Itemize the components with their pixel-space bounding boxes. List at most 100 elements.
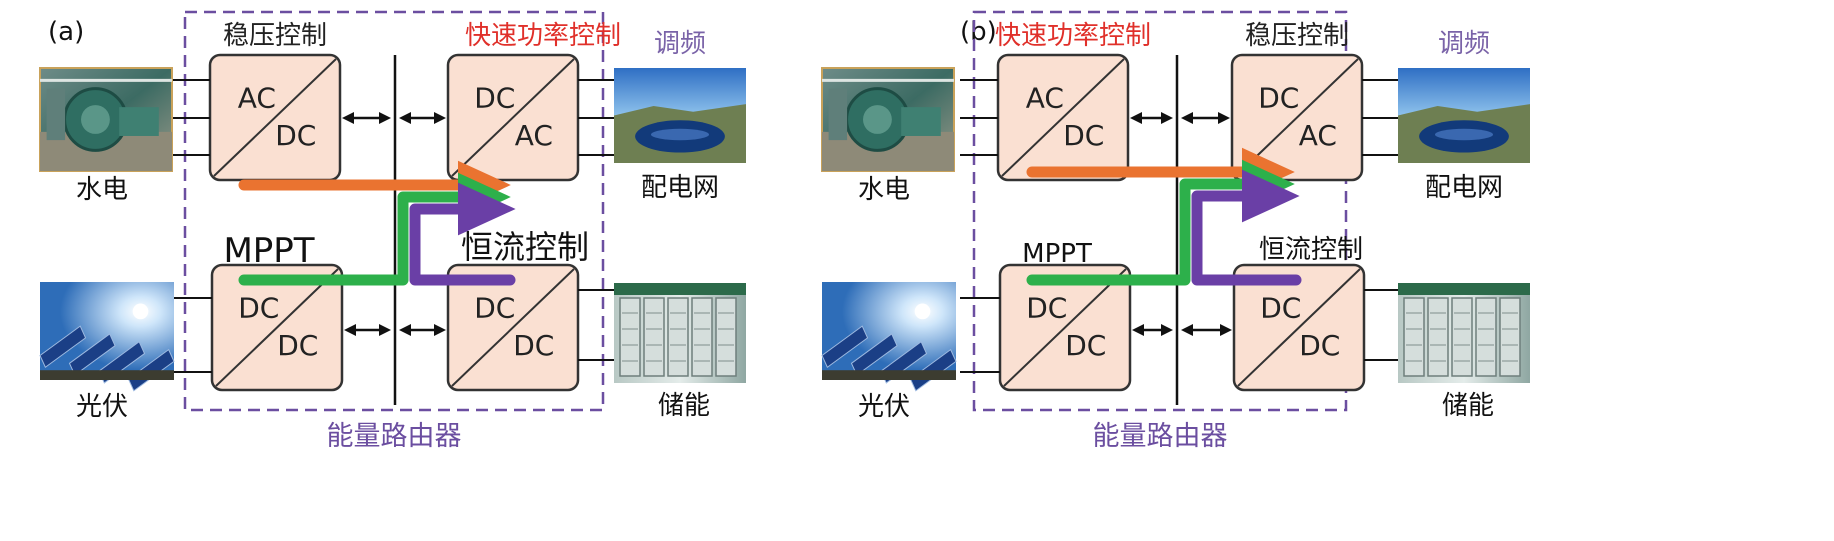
converter-input-label: DC bbox=[1026, 292, 1067, 325]
storage-label: 储能 bbox=[1442, 391, 1494, 421]
sun bbox=[914, 303, 931, 320]
battery-rack bbox=[643, 297, 665, 377]
converter-input-label: DC bbox=[474, 82, 515, 115]
flow-storage-to-grid bbox=[1191, 190, 1302, 286]
arrow-head-left bbox=[1181, 112, 1193, 124]
converter-top-left: AC DC bbox=[208, 53, 342, 182]
turbine-body bbox=[119, 107, 159, 136]
top-right-control-label: 稳压控制 bbox=[1245, 21, 1349, 51]
storage-photo bbox=[1398, 283, 1530, 383]
battery-rack bbox=[1403, 297, 1425, 377]
storage-ceiling bbox=[614, 283, 746, 295]
converter-input-label: DC bbox=[474, 292, 515, 325]
generator-hub bbox=[863, 105, 892, 134]
pv-label: 光伏 bbox=[858, 392, 910, 422]
battery-rack bbox=[715, 297, 737, 377]
panel-label: (a) bbox=[48, 17, 84, 47]
converter-diagonal bbox=[213, 58, 337, 177]
pv-label: 光伏 bbox=[76, 392, 128, 422]
lake-reflection bbox=[1434, 128, 1494, 141]
battery-rack bbox=[1427, 297, 1449, 377]
link-arrow-bottom-right bbox=[399, 324, 446, 336]
bottom-right-control-label: 恒流控制 bbox=[461, 228, 589, 266]
cabinet bbox=[828, 88, 848, 141]
converter-output-label: DC bbox=[513, 329, 554, 362]
converter-output-label: AC bbox=[1299, 119, 1337, 152]
hydro-label: 水电 bbox=[76, 175, 128, 205]
flow-storage-to-grid-head bbox=[1242, 169, 1300, 223]
converter-output-label: DC bbox=[1065, 329, 1106, 362]
arrow-head-left bbox=[1181, 324, 1193, 336]
frequency-regulation-label: 调频 bbox=[654, 29, 706, 59]
arrow-head-right bbox=[379, 112, 391, 124]
arrow-head-left bbox=[1132, 324, 1144, 336]
distribution-grid-photo bbox=[1398, 68, 1530, 163]
grid-label: 配电网 bbox=[1425, 173, 1503, 203]
converter-output-label: DC bbox=[277, 329, 318, 362]
hydro-photo bbox=[39, 67, 173, 172]
arrow-head-right bbox=[1161, 112, 1173, 124]
arrow-head-right bbox=[1161, 324, 1173, 336]
battery-rack bbox=[667, 297, 689, 377]
converter-input-label: AC bbox=[1026, 82, 1064, 115]
arrow-head-left bbox=[1130, 112, 1142, 124]
generator-hub bbox=[81, 105, 110, 134]
battery-rack bbox=[1451, 297, 1473, 377]
cabinet bbox=[46, 88, 66, 141]
solar-panel bbox=[39, 325, 87, 369]
converter-output-label: AC bbox=[515, 119, 553, 152]
flow-pv-to-grid bbox=[1026, 178, 1248, 286]
link-arrow-bottom-left bbox=[344, 324, 391, 336]
converter-input-label: DC bbox=[1260, 292, 1301, 325]
arrow-head-right bbox=[434, 324, 446, 336]
converter-bottom-right: DC DC bbox=[446, 263, 580, 392]
flow-storage-to-grid bbox=[409, 203, 516, 286]
converter-input-label: DC bbox=[1258, 82, 1299, 115]
link-arrow-top-right bbox=[1181, 112, 1230, 124]
bottom-left-control-label: MPPT bbox=[1022, 239, 1092, 269]
link-arrow-bottom-left bbox=[1132, 324, 1173, 336]
arrow-head-left bbox=[399, 324, 411, 336]
link-arrow-top-left bbox=[342, 112, 391, 124]
solar-panel bbox=[821, 325, 869, 369]
arrow-head-right bbox=[434, 112, 446, 124]
flow-pv-to-grid bbox=[238, 191, 464, 286]
battery-rack bbox=[1475, 297, 1497, 377]
pv-photo bbox=[39, 282, 175, 392]
converter-bottom-left: DC DC bbox=[998, 263, 1132, 392]
converter-diagonal bbox=[1003, 268, 1127, 387]
router-boundary bbox=[183, 10, 605, 412]
arrow-head-right bbox=[1220, 324, 1232, 336]
pv-ground bbox=[822, 370, 956, 380]
bottom-left-control-label: MPPT bbox=[223, 231, 314, 271]
top-right-control-label: 快速功率控制 bbox=[465, 21, 621, 51]
converter-bottom-right: DC DC bbox=[1232, 263, 1366, 392]
router-label: 能量路由器 bbox=[327, 421, 462, 452]
converter-diagonal bbox=[451, 58, 575, 177]
router-boundary bbox=[972, 10, 1348, 412]
converter-input-label: AC bbox=[238, 82, 276, 115]
battery-rack bbox=[691, 297, 713, 377]
hydro-label: 水电 bbox=[858, 175, 910, 205]
top-left-control-label: 稳压控制 bbox=[223, 21, 327, 51]
lake-reflection bbox=[650, 128, 710, 141]
arrow-head-right bbox=[1218, 112, 1230, 124]
arrow-head-right bbox=[379, 324, 391, 336]
panel-b: (b)能量路由器ACDCDCACDCDCDCDC水电光伏配电网储能调频快速功率控… bbox=[821, 10, 1530, 452]
arrow-head-left bbox=[344, 324, 356, 336]
grid-label: 配电网 bbox=[641, 173, 719, 203]
panel-label: (b) bbox=[960, 17, 997, 47]
router-label: 能量路由器 bbox=[1093, 421, 1228, 452]
link-arrow-top-left bbox=[1130, 112, 1173, 124]
flow-storage-to-grid-head bbox=[458, 182, 516, 236]
converter-output-label: DC bbox=[275, 119, 316, 152]
converter-output-label: DC bbox=[1299, 329, 1340, 362]
battery-rack bbox=[619, 297, 641, 377]
battery-rack bbox=[1499, 297, 1521, 377]
panel-a: (a)能量路由器ACDCDCACDCDCDCDC水电光伏配电网储能调频稳压控制快… bbox=[39, 10, 746, 452]
sun bbox=[132, 303, 149, 320]
